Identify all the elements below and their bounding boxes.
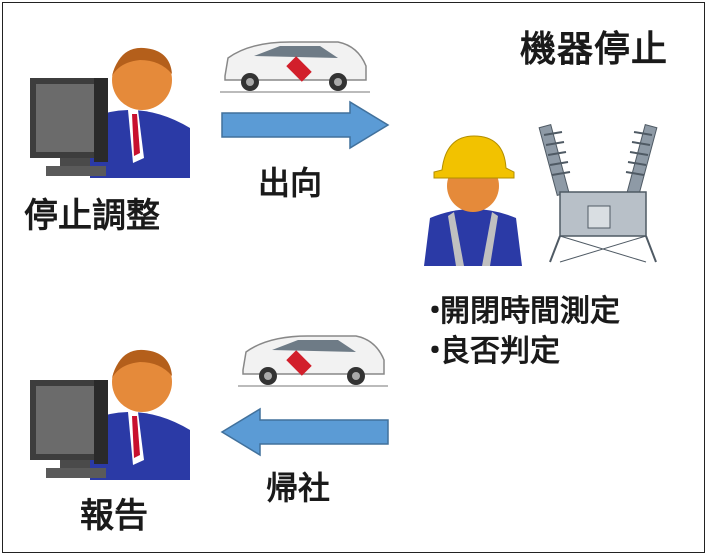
- task-item: ・良否判定: [420, 334, 560, 369]
- arrow-right-icon: [221, 100, 390, 150]
- operator-at-computer-icon: [30, 349, 190, 480]
- transformer-icon: [538, 124, 658, 263]
- operator-at-computer-icon: [30, 47, 190, 178]
- service-car-icon: [220, 41, 370, 93]
- diagram-title: 機器停止: [520, 29, 669, 70]
- field-worker-icon: [424, 135, 522, 266]
- step-report: 報告: [80, 496, 148, 536]
- step-return: 帰社: [266, 469, 331, 507]
- step-stop-adjust: 停止調整: [24, 196, 160, 236]
- arrow-left-icon: [220, 407, 389, 457]
- step-dispatch: 出向: [258, 164, 323, 202]
- service-car-icon: [238, 335, 388, 387]
- task-list: ・開閉時間測定 ・良否判定: [420, 292, 620, 372]
- task-item: ・開閉時間測定: [420, 294, 620, 329]
